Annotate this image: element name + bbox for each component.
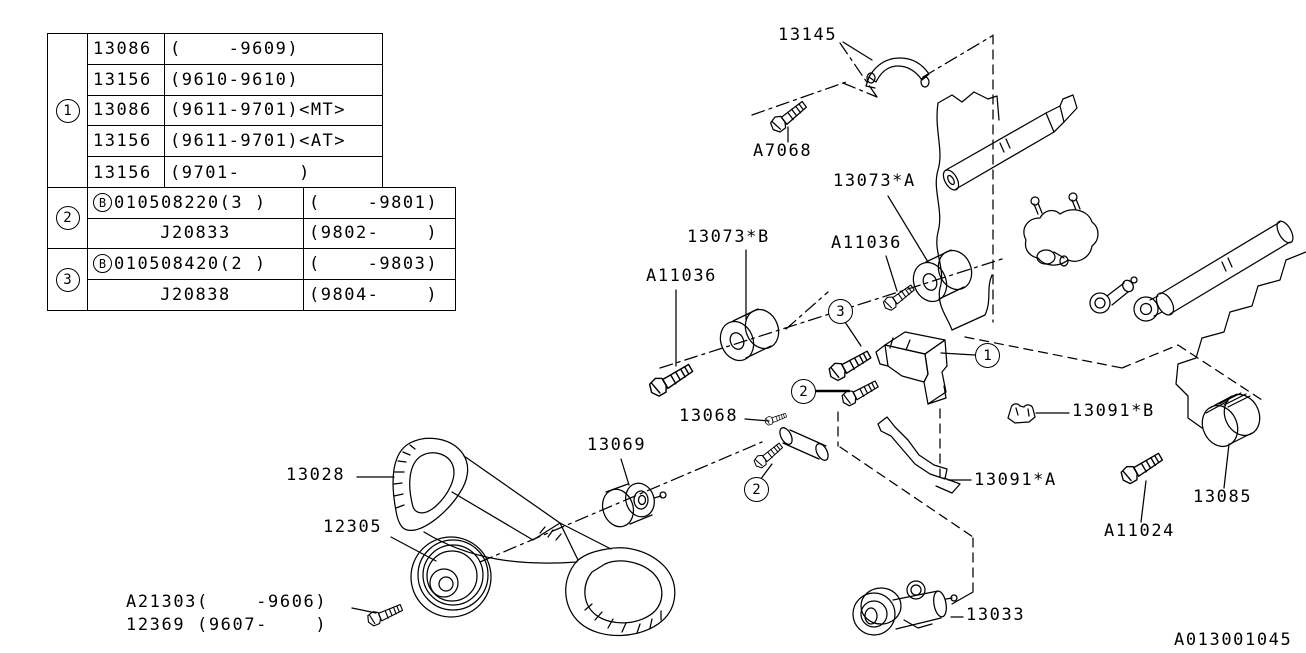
- diagram-callout-2-upper: 2: [791, 379, 816, 404]
- bolt-callout2-upper: [838, 376, 881, 409]
- camshaft-right: [1133, 220, 1294, 322]
- bolt-a11036-right: [880, 281, 917, 313]
- date-range-cell: (9802- ): [304, 219, 455, 249]
- bolt-a11024: [1117, 448, 1166, 487]
- bolt-callout2-lower: [751, 440, 785, 471]
- applicability-table-groups2-3: 2 B 010508220(3 ) ( -9801) J20833 (9802-…: [47, 187, 456, 311]
- part-label-13085: 13085: [1193, 487, 1253, 507]
- part-13069-idler: [601, 482, 667, 528]
- part-label-13073b: 13073*B: [687, 227, 770, 247]
- cam-cap-assembly: [1023, 192, 1099, 267]
- part-13068-assembly: [763, 410, 829, 461]
- part-number-cell: B 010508420(2 ): [88, 249, 304, 280]
- engine-block-right: [1175, 251, 1306, 429]
- part-13085-roller: [1201, 392, 1261, 448]
- circled-letter-b: B: [93, 254, 112, 274]
- part-13091a-guide: [877, 416, 961, 494]
- cam-plug-part: [1089, 276, 1138, 314]
- date-range-cell: (9701- ): [170, 162, 311, 183]
- part-label-a11036-left: A11036: [646, 266, 718, 286]
- part-label-12369: 12369 (9607- ): [126, 615, 328, 635]
- circled-number-2: 2: [55, 206, 80, 230]
- part-number-cell: J20838: [88, 279, 304, 310]
- date-range-cell: ( -9609): [165, 34, 382, 65]
- date-range-cell: ( -9803): [304, 249, 455, 280]
- belt-cover-bracket: [875, 331, 948, 405]
- table-ref-2: 2: [48, 188, 88, 249]
- date-range-cell: (9804- ): [309, 284, 439, 305]
- part-label-13069: 13069: [587, 435, 647, 455]
- circled-number-3: 3: [55, 267, 80, 292]
- part-label-12305: 12305: [323, 517, 383, 537]
- camshaft-left: [942, 94, 1078, 191]
- table-ref-1: 1: [48, 34, 88, 188]
- diagram-callout-2-lower: 2: [744, 477, 769, 502]
- date-range-cell: (9611-9701)<AT>: [165, 126, 382, 158]
- applicability-table-group1: 1 13086 ( -9609) 13156 (9610-9610) 13086…: [47, 33, 383, 188]
- part-13073b-sprocket: [714, 303, 785, 367]
- part-label-13091a: 13091*A: [974, 470, 1057, 490]
- part-number-cell: J20833: [88, 218, 304, 249]
- part-label-13145: 13145: [778, 25, 838, 45]
- table-ref-3: 3: [48, 249, 88, 310]
- part-13145-bracket: [865, 57, 930, 89]
- part-label-a21303: A21303( -9606): [126, 592, 328, 612]
- part-label-13033: 13033: [966, 605, 1026, 625]
- part-label-a11036-right: A11036: [831, 233, 903, 253]
- part-number-cell: 13156: [88, 64, 165, 96]
- part-label-13073a: 13073*A: [833, 171, 916, 191]
- diagram-id: A013001045: [1174, 630, 1293, 650]
- part-13073a-sprocket: [907, 244, 978, 308]
- leader-lines: [351, 41, 1230, 618]
- date-range-cell: ( -9801): [304, 188, 455, 219]
- bolt-a11036-left: [645, 359, 696, 400]
- diagram-callout-1: 1: [975, 343, 1000, 368]
- engine-block-center: [935, 91, 1000, 331]
- part-13091b-clip: [1007, 403, 1036, 424]
- diagram-callout-3: 3: [828, 299, 853, 324]
- part-label-a11024: A11024: [1104, 521, 1176, 541]
- part-number-cell: B 010508220(3 ): [88, 188, 304, 219]
- part-label-13091b: 13091*B: [1072, 401, 1155, 421]
- part-13033-tensioner: [852, 580, 958, 636]
- bolt-a21303: [364, 600, 405, 628]
- part-label-13068: 13068: [679, 406, 739, 426]
- construction-dashed-lines: [479, 34, 1263, 592]
- bolt-callout3: [825, 346, 874, 384]
- date-range-cell: (9611-9701)<MT>: [165, 96, 382, 127]
- circled-number-1: 1: [55, 98, 80, 123]
- part-number-text: 010508220(3 ): [114, 192, 267, 213]
- part-12305-crank-pulley: [410, 536, 492, 618]
- part-number-cell: 13086: [88, 95, 165, 127]
- part-number-text: 010508420(2 ): [114, 253, 267, 274]
- part-number-cell: 13156: [88, 157, 165, 188]
- part-number-cell: 13156: [88, 126, 165, 158]
- date-range-cell: (9610-9610): [165, 65, 382, 96]
- part-label-a7068: A7068: [753, 141, 813, 161]
- part-number-cell: 13086: [88, 34, 165, 65]
- part-label-13028: 13028: [286, 465, 346, 485]
- circled-letter-b: B: [93, 193, 112, 213]
- part-13028-timing-belt: [392, 437, 676, 637]
